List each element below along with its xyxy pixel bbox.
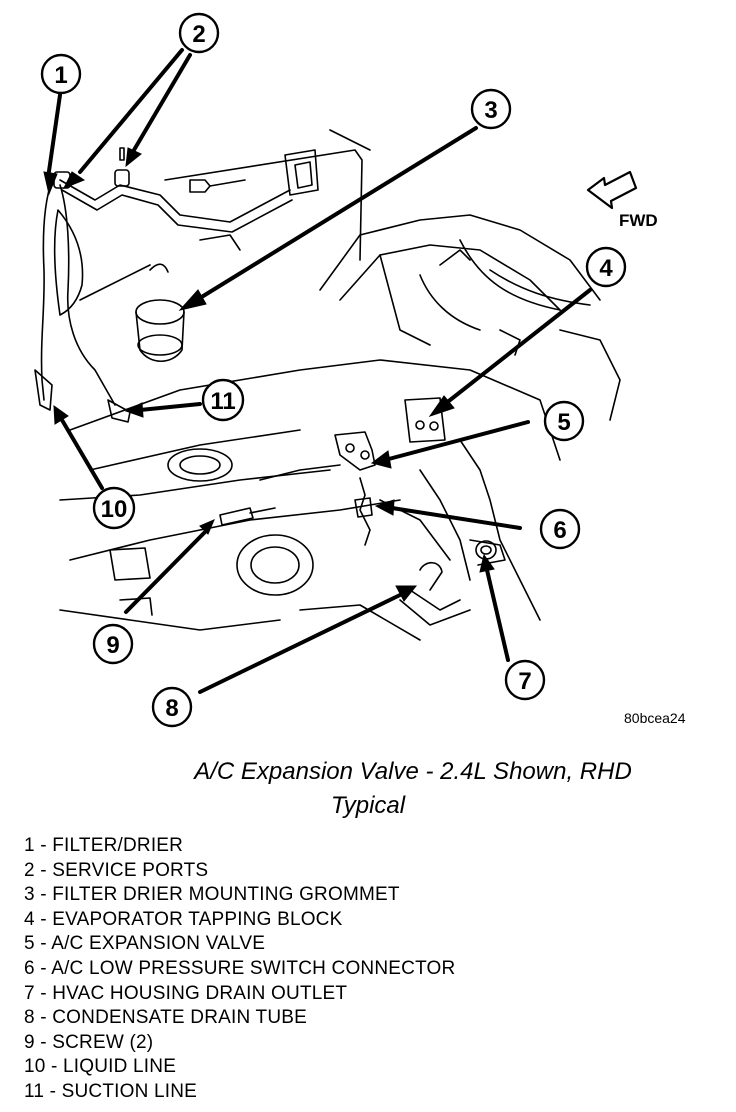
- callout-11: 11: [201, 378, 245, 422]
- callout-8: 8: [151, 686, 193, 728]
- fwd-label: FWD: [619, 211, 658, 230]
- svg-text:5: 5: [557, 409, 570, 436]
- callout-7: 7: [504, 659, 546, 701]
- fwd-arrow-icon: [586, 170, 638, 210]
- svg-text:6: 6: [553, 517, 566, 544]
- leader-lines: [43, 48, 592, 694]
- expansion-valve-diagram: FWD 1 2 3: [34, 12, 658, 728]
- callout-9: 9: [92, 623, 134, 665]
- svg-text:10: 10: [101, 496, 128, 523]
- svg-text:9: 9: [106, 632, 119, 659]
- svg-text:8: 8: [165, 695, 178, 722]
- svg-text:4: 4: [599, 255, 613, 282]
- caption-line-2: Typical: [330, 792, 406, 819]
- callout-3: 3: [470, 88, 512, 130]
- svg-text:7: 7: [518, 668, 531, 695]
- legend-item: 3 - FILTER DRIER MOUNTING GROMMET: [24, 884, 400, 906]
- callout-1: 1: [40, 53, 82, 95]
- callout-2: 2: [178, 12, 220, 54]
- legend-item: 7 - HVAC HOUSING DRAIN OUTLET: [24, 982, 348, 1004]
- callout-6: 6: [539, 508, 581, 550]
- legend-item: 6 - A/C LOW PRESSURE SWITCH CONNECTOR: [24, 957, 456, 979]
- callout-10: 10: [92, 486, 136, 530]
- legend-item: 2 - SERVICE PORTS: [24, 859, 209, 881]
- svg-text:1: 1: [54, 62, 67, 89]
- callout-5: 5: [543, 400, 585, 442]
- svg-text:3: 3: [484, 97, 497, 124]
- legend-item: 8 - CONDENSATE DRAIN TUBE: [24, 1007, 308, 1029]
- legend-item: 5 - A/C EXPANSION VALVE: [24, 933, 266, 955]
- svg-text:11: 11: [210, 388, 235, 415]
- legend-item: 4 - EVAPORATOR TAPPING BLOCK: [24, 908, 343, 930]
- callout-4: 4: [585, 246, 627, 288]
- legend-item: 11 - SUCTION LINE: [24, 1080, 198, 1102]
- legend-list: 1 - FILTER/DRIER 2 - SERVICE PORTS 3 - F…: [24, 834, 455, 1105]
- figure-id: 80bcea24: [624, 710, 686, 726]
- svg-text:2: 2: [192, 21, 205, 48]
- legend-item: 10 - LIQUID LINE: [24, 1056, 177, 1078]
- legend-item: 1 - FILTER/DRIER: [24, 835, 184, 856]
- engine-compartment-drawing: [34, 129, 621, 641]
- caption-line-1: A/C Expansion Valve - 2.4L Shown, RHD: [194, 758, 632, 785]
- legend-item: 9 - SCREW (2): [24, 1031, 154, 1053]
